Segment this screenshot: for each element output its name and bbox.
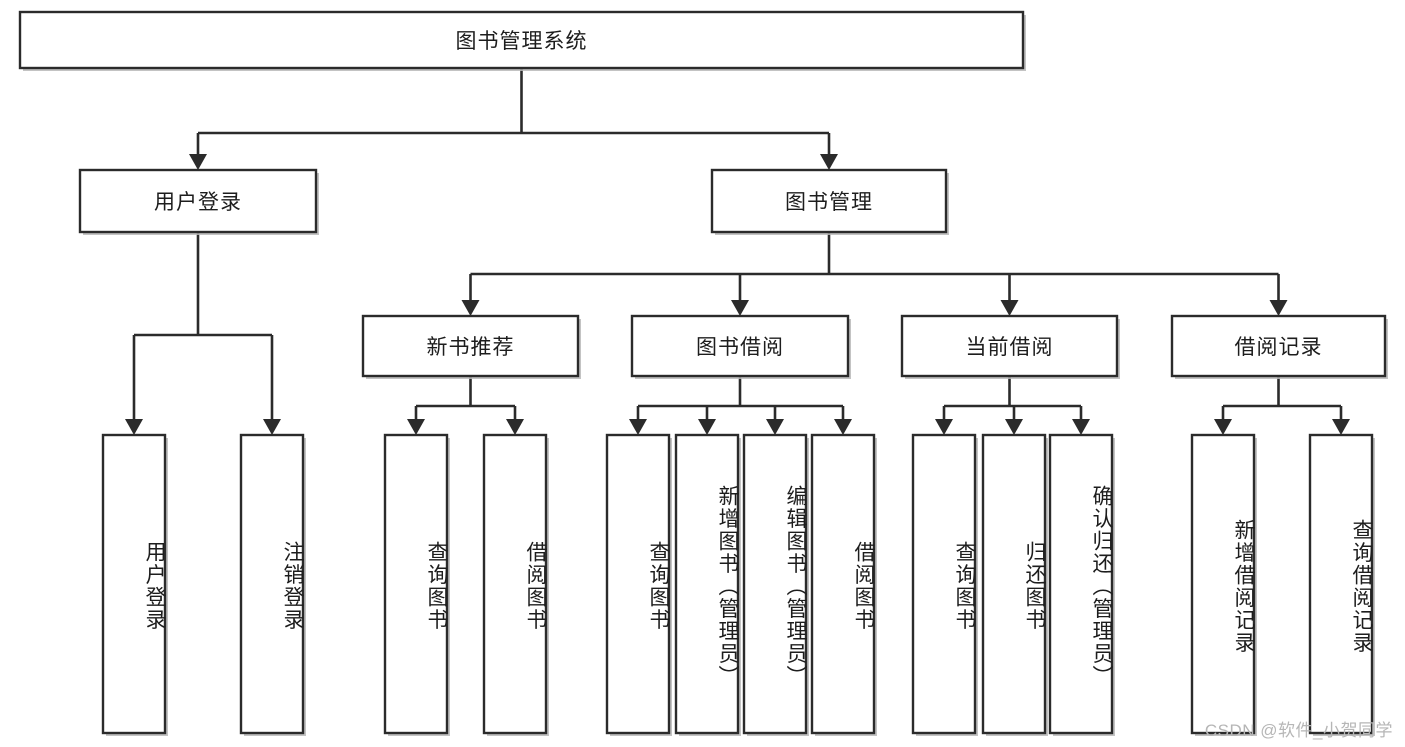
node-leaf-user-login[interactable] [101,433,168,736]
node-current-borrow[interactable] [900,314,1120,379]
connector-group-book-manage [461,232,1288,316]
node-leaf-query-book-cb[interactable] [911,433,978,736]
arrow-head-icon [629,419,647,435]
box-outline [239,433,305,735]
box-outline [1048,433,1114,735]
node-leaf-add-record[interactable] [1190,433,1257,736]
box-outline [810,433,876,735]
connector-layer [125,68,1350,435]
box-outline [674,433,740,735]
node-leaf-edit-book[interactable] [742,433,809,736]
node-leaf-query-record[interactable] [1308,433,1375,736]
arrow-head-icon [1000,300,1019,316]
arrow-head-icon [1269,300,1288,316]
arrow-head-icon [1005,419,1023,435]
box-outline [981,433,1047,735]
box-outline [900,314,1119,378]
box-outline [18,10,1025,70]
arrow-head-icon [1072,419,1090,435]
arrow-head-icon [834,419,852,435]
arrow-head-icon [1332,419,1350,435]
node-user-login[interactable] [78,168,319,235]
box-outline [1170,314,1387,378]
box-outline [911,433,977,735]
arrow-head-icon [189,154,207,170]
node-leaf-confirm-return[interactable] [1048,433,1115,736]
node-leaf-logout[interactable] [239,433,306,736]
arrow-head-icon [766,419,784,435]
arrow-head-icon [461,300,480,316]
node-leaf-query-book-rec[interactable] [383,433,450,736]
box-outline [605,433,671,735]
node-root-root[interactable] [18,10,1026,71]
connector-group-user-login [125,232,281,435]
connector-group-new-book-recommend [407,376,524,435]
arrow-head-icon [407,419,425,435]
node-borrow-record[interactable] [1170,314,1388,379]
connector-group-book-borrow [629,376,852,435]
connector-group-root [189,68,838,170]
arrow-head-icon [935,419,953,435]
node-leaf-query-book-bb[interactable] [605,433,672,736]
box-outline [710,168,948,234]
box-outline [78,168,318,234]
box-outline [101,433,167,735]
node-leaf-add-book[interactable] [674,433,741,736]
node-book-manage[interactable] [710,168,949,235]
box-outline [361,314,580,378]
node-leaf-borrow-book-rec[interactable] [482,433,549,736]
connector-group-current-borrow [935,376,1090,435]
node-new-book-recommend[interactable] [361,314,581,379]
arrow-head-icon [125,419,143,435]
arrow-head-icon [698,419,716,435]
connector-group-borrow-record [1214,376,1350,435]
arrow-head-icon [820,154,838,170]
box-layer [18,10,1388,736]
arrow-head-icon [506,419,524,435]
box-outline [1308,433,1374,735]
node-book-borrow[interactable] [630,314,851,379]
box-outline [383,433,449,735]
csdn-watermark: CSDN @软件_小贺同学 [1204,721,1393,740]
box-outline [630,314,850,378]
arrow-head-icon [731,300,749,316]
arrow-head-icon [263,419,281,435]
node-leaf-borrow-book-bb[interactable] [810,433,877,736]
box-outline [742,433,808,735]
arrow-head-icon [1214,419,1232,435]
box-outline [1190,433,1256,735]
box-outline [482,433,548,735]
node-leaf-return-book[interactable] [981,433,1048,736]
